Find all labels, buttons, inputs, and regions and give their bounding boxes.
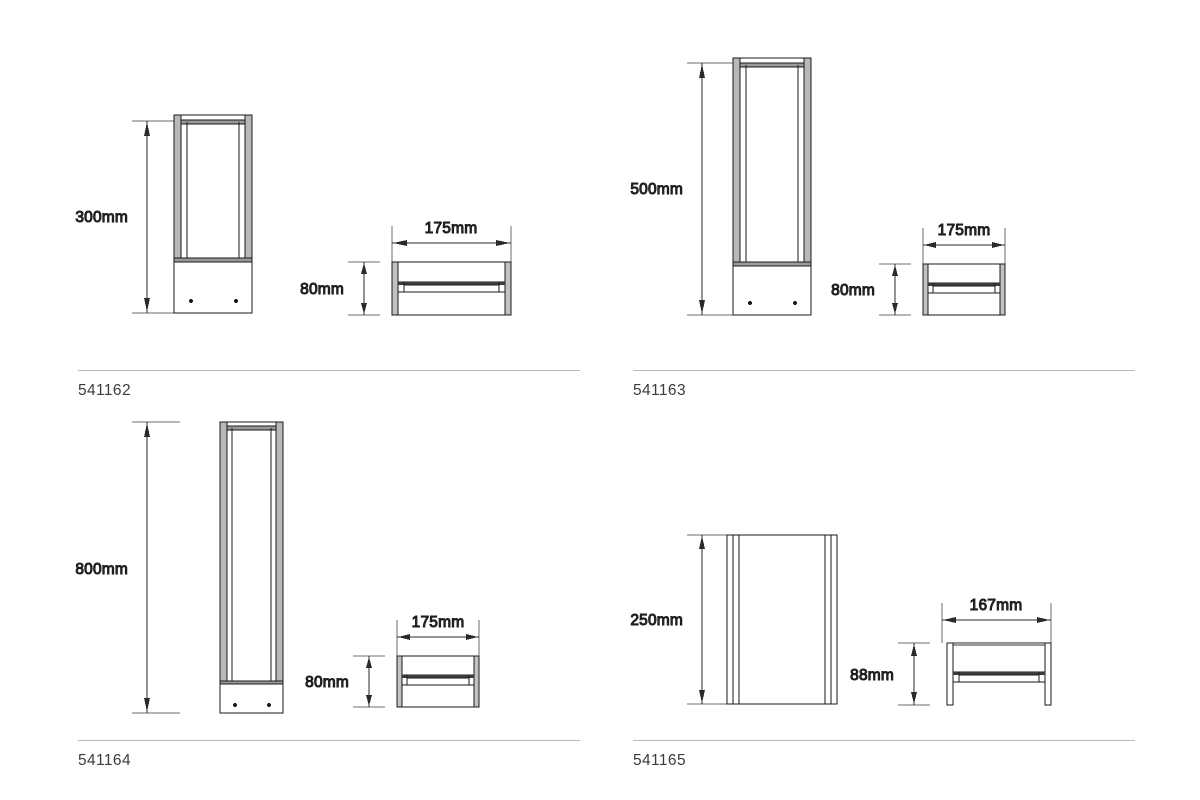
arrow-down-icon [144, 698, 150, 712]
height-dimension-label: 88mm [850, 667, 894, 684]
front-body [226, 421, 277, 714]
side-right-wall [999, 263, 1006, 316]
side-mid-rail-inner [958, 674, 1040, 683]
height-dimension-label: 80mm [305, 674, 349, 691]
drawing-panel: 250mm 167mm [615, 400, 1175, 790]
arrow-down-icon [366, 695, 372, 706]
drawing-panel: 300mm [60, 30, 620, 420]
screw-hole-icon [233, 703, 237, 707]
front-base-plate [219, 680, 284, 714]
width-dimension-label: 175mm [412, 614, 465, 631]
side-mid-rail-top [398, 282, 505, 285]
front-base-top-edge [173, 257, 253, 263]
arrow-down-icon [361, 303, 367, 314]
arrow-down-icon [699, 300, 705, 314]
front-base-top-edge [732, 261, 812, 267]
front-base-plate [173, 257, 253, 314]
side-mid-rail-top [402, 675, 474, 678]
product-code: 541162 [78, 382, 131, 399]
drawing-panel: 800mm 175mm [60, 400, 620, 790]
height-dimension-label: 250mm [630, 612, 683, 629]
side-mid-rail-inner [932, 285, 996, 294]
screw-hole-icon [793, 301, 797, 305]
width-dimension-label: 175mm [425, 220, 478, 237]
arrow-left-icon [393, 240, 407, 246]
arrow-right-icon [992, 242, 1004, 248]
front-base-top-edge [219, 680, 284, 685]
panel-divider [78, 740, 580, 741]
arrow-down-icon [699, 690, 705, 703]
arrow-right-icon [1037, 617, 1050, 623]
product-code: 541163 [633, 382, 686, 399]
side-mid-rail-top [928, 283, 1000, 286]
side-upper-body [946, 642, 1052, 677]
front-right-post [275, 421, 284, 714]
screw-hole-icon [189, 299, 193, 303]
arrow-down-icon [144, 298, 150, 312]
arrow-left-icon [943, 617, 956, 623]
side-top-edge [947, 643, 1051, 646]
width-dimension-label: 175mm [938, 222, 991, 239]
screw-hole-icon [267, 703, 271, 707]
side-mid-rail-inner [403, 284, 500, 293]
front-body [726, 534, 838, 705]
panel-drawing: 300mm [75, 114, 512, 316]
arrow-up-icon [144, 122, 150, 136]
arrow-up-icon [699, 536, 705, 549]
product-code: 541164 [78, 752, 131, 769]
side-right-leg [1044, 642, 1052, 706]
panel-divider [78, 370, 580, 371]
screw-hole-icon [234, 299, 238, 303]
side-right-wall [473, 655, 480, 708]
product-code: 541165 [633, 752, 686, 769]
arrow-up-icon [144, 423, 150, 437]
screw-hole-icon [748, 301, 752, 305]
front-base-plate [732, 261, 812, 316]
height-dimension-label: 80mm [300, 281, 344, 298]
side-right-wall [504, 261, 512, 316]
arrow-left-icon [924, 242, 936, 248]
panel-drawing: 250mm 167mm [630, 534, 1052, 706]
front-top-rail [739, 62, 805, 68]
side-mid-rail-inner [406, 677, 470, 686]
arrow-up-icon [366, 657, 372, 668]
panel-drawing: 800mm 175mm [75, 421, 480, 714]
arrow-right-icon [496, 240, 510, 246]
width-dimension-label: 167mm [970, 597, 1023, 614]
arrow-right-icon [466, 634, 478, 640]
panel-divider [633, 370, 1135, 371]
front-top-rail [180, 119, 246, 125]
arrow-up-icon [911, 644, 917, 656]
front-top-rail [226, 425, 277, 431]
height-dimension-label: 500mm [630, 181, 683, 198]
arrow-down-icon [892, 303, 898, 314]
arrow-up-icon [892, 265, 898, 276]
height-dimension-label: 300mm [75, 209, 128, 226]
height-dimension-label: 80mm [831, 282, 875, 299]
drawing-panel: 500mm 175mm [615, 30, 1175, 420]
side-left-wall [396, 655, 403, 708]
height-dimension-label: 800mm [75, 561, 128, 578]
side-left-wall [922, 263, 929, 316]
arrow-down-icon [911, 692, 917, 704]
panel-drawing: 500mm 175mm [630, 57, 1006, 316]
side-left-wall [391, 261, 399, 316]
side-left-leg [946, 642, 954, 706]
arrow-left-icon [398, 634, 410, 640]
arrow-up-icon [361, 263, 367, 274]
arrow-up-icon [699, 64, 705, 78]
front-left-post [219, 421, 228, 714]
side-mid-rail-top [953, 672, 1045, 675]
panel-divider [633, 740, 1135, 741]
